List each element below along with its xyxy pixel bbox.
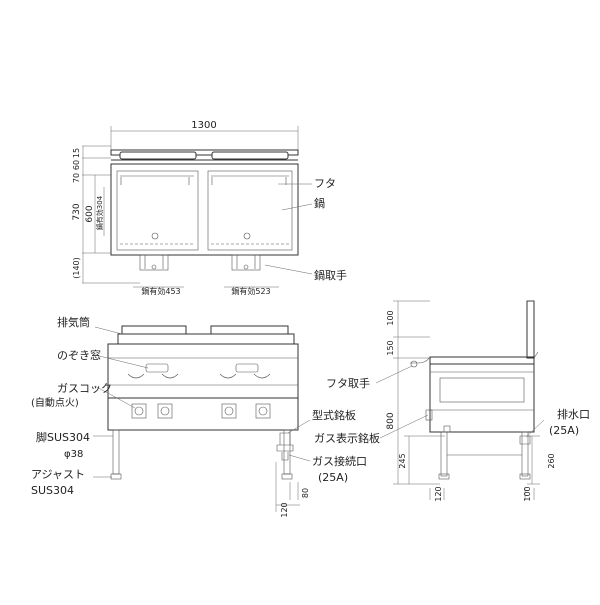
top-dim-70: 70: [72, 173, 81, 183]
front-dim-80: 80: [301, 488, 310, 498]
label-leg: 脚SUS304: [36, 430, 90, 444]
label-auto-ignition: (自動点火): [31, 396, 79, 409]
label-lid-handle: フタ取手: [326, 376, 370, 390]
side-dim-150: 150: [386, 340, 395, 355]
label-gas-connect: ガス接続口: [312, 454, 367, 468]
top-view: 1300 15: [72, 120, 347, 296]
top-pot-right-dim: 鍋有効523: [231, 286, 270, 296]
side-dim-100: 100: [386, 310, 395, 325]
label-leg-dia: φ38: [64, 449, 83, 460]
side-dim-260: 260: [547, 453, 556, 468]
label-exhaust: 排気筒: [57, 315, 90, 329]
front-dim-120: 120: [280, 502, 289, 517]
top-pot-left-dim: 鍋有効453: [141, 286, 180, 296]
label-adjuster: アジャスト: [31, 468, 85, 481]
label-pot-handle: 鍋取手: [314, 268, 347, 282]
side-dim-120: 120: [434, 486, 443, 501]
top-dim-730: 730: [72, 203, 82, 220]
label-drain-size: (25A): [549, 424, 579, 437]
label-window: のぞき窓: [57, 348, 101, 362]
front-view: 80 120 排気筒 のぞき窓 ガスコック (自動点火) 脚SUS304 φ38…: [31, 315, 367, 518]
top-dim-60: 60: [72, 160, 81, 170]
label-pot: 鍋: [314, 196, 325, 210]
top-dim-pot-depth: 鍋有効304: [95, 195, 104, 230]
label-gas-cock: ガスコック: [57, 382, 112, 395]
label-adjuster-material: SUS304: [31, 484, 74, 497]
side-dim-100-bottom: 100: [523, 486, 532, 501]
top-dim-600: 600: [85, 205, 95, 222]
side-dim-245: 245: [398, 453, 407, 468]
top-dim-140: (140): [72, 257, 81, 279]
label-gas-size: (25A): [318, 471, 348, 484]
label-gas-plate: ガス表示銘板: [314, 431, 380, 445]
side-view: 100 150 800 245 260 120 100 フタ取手 ガス表示銘板 …: [314, 300, 590, 502]
label-model-plate: 型式銘板: [312, 408, 356, 422]
label-lid: フタ: [314, 177, 336, 190]
top-width-dim: 1300: [191, 120, 216, 131]
side-dim-800: 800: [386, 412, 396, 429]
label-drain: 排水口: [557, 407, 590, 421]
top-dim-15: 15: [72, 148, 81, 158]
